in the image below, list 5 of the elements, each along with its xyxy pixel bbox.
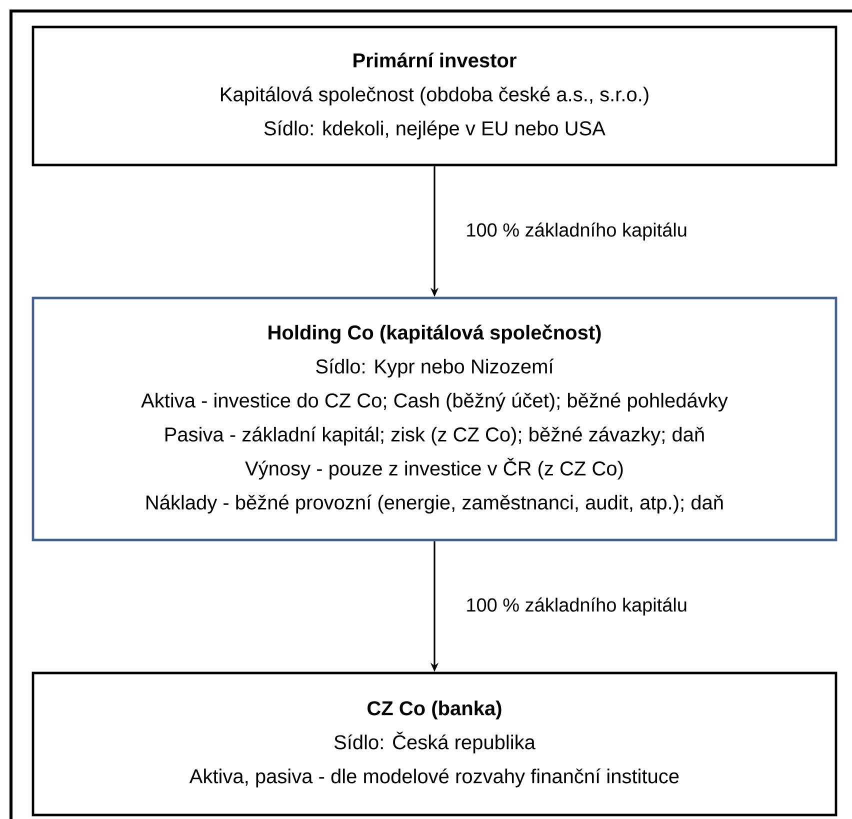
entity-box: Holding Co (kapitálová společnost) Sídlo: Kypr nebo Nizozemí Aktiva - investice do CZ Co; Cash (běžný účet); běžné pohledávky Pasiva - základní kapitál; zisk (z CZ Co); běžné závazky; daň Výnosy - pouze z investice v ČR (z CZ Co) Náklady - běžné provozní (energie, zaměstnanci, audit, atp.); daň xyxy=(32,296,838,542)
entity-box: CZ Co (banka) Sídlo: Česká republika Aktiva, pasiva - dle modelové rozvahy finanční instituce xyxy=(32,672,838,816)
entity-box: Primární investor Kapitálová společnost (obdoba české a.s., s.r.o.) Sídlo: kdekoli, nejlépe v EU nebo USA xyxy=(32,26,838,166)
edge-label: 100 % základního kapitálu xyxy=(467,598,686,616)
edge-label: 100 % základního kapitálu xyxy=(467,222,686,240)
